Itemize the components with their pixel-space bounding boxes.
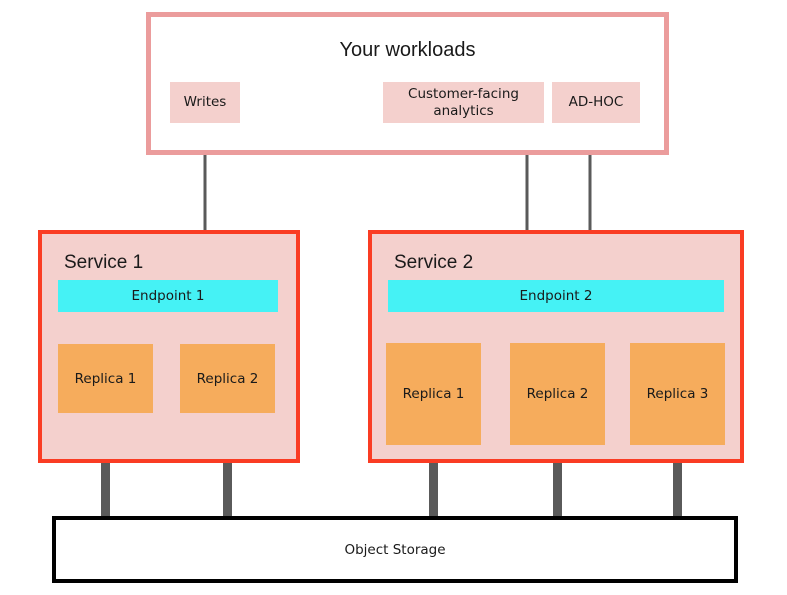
connector-s2-replica3-to-storage: [673, 443, 682, 521]
service-1-title: Service 1: [64, 252, 144, 273]
object-storage-box[interactable]: Object Storage: [52, 516, 738, 583]
service-2-replica-2[interactable]: Replica 2: [510, 343, 605, 445]
workload-customer-facing-analytics[interactable]: Customer-facing analytics: [383, 82, 544, 123]
connector-s1-replica1-to-storage: [101, 411, 110, 521]
workloads-title: Your workloads: [339, 39, 476, 61]
connector-s2-replica2-to-storage: [553, 443, 562, 521]
workload-ad-hoc[interactable]: AD-HOC: [552, 82, 640, 123]
service-2-replica-3[interactable]: Replica 3: [630, 343, 725, 445]
endpoint-2[interactable]: Endpoint 2: [388, 280, 724, 312]
connector-s1-replica2-to-storage: [223, 411, 232, 521]
service-2-title: Service 2: [394, 252, 474, 273]
workload-writes[interactable]: Writes: [170, 82, 240, 123]
endpoint-1[interactable]: Endpoint 1: [58, 280, 278, 312]
service-2-replica-1[interactable]: Replica 1: [386, 343, 481, 445]
connector-s2-replica1-to-storage: [429, 443, 438, 521]
service-1-replica-1[interactable]: Replica 1: [58, 344, 153, 413]
service-1-replica-2[interactable]: Replica 2: [180, 344, 275, 413]
